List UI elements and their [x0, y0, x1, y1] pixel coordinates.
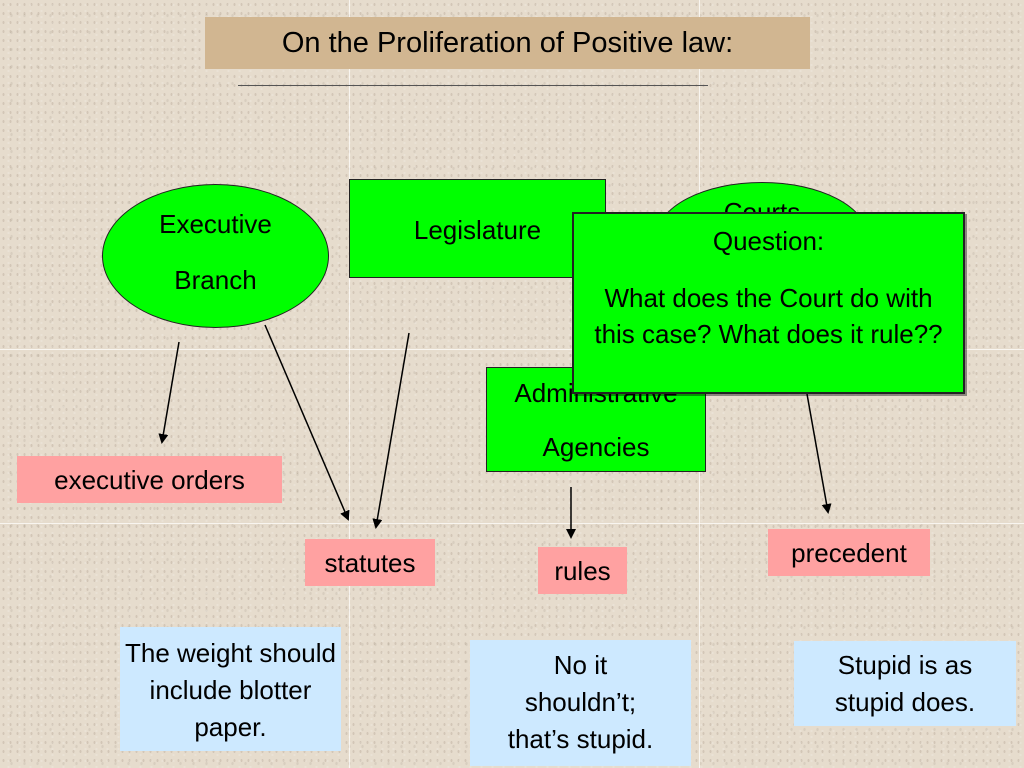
executive-branch-node[interactable]: Executive Branch [102, 184, 329, 328]
grid-line [349, 0, 350, 768]
note-weight: The weight should include blotter paper. [120, 627, 341, 751]
note-no-it: No it shouldn’t; that’s stupid. [470, 640, 691, 766]
rules-box: rules [538, 547, 627, 594]
question-callout: Question: What does the Court do with th… [572, 212, 965, 394]
question-body: What does the Court do with this case? W… [594, 283, 943, 349]
executive-label-line2: Branch [174, 265, 257, 295]
arrow-executive-to-statutes [264, 324, 350, 521]
arrow-courts-to-precedent [806, 393, 832, 514]
question-heading: Question: [712, 226, 825, 256]
grid-line [0, 349, 1024, 350]
note-stupid: Stupid is as stupid does. [794, 641, 1016, 726]
grid-line [0, 523, 1024, 524]
slide-title: On the Proliferation of Positive law: [205, 17, 810, 69]
arrow-executive-to-orders [158, 341, 180, 444]
legislature-node[interactable]: Legislature [349, 179, 606, 278]
statutes-box: statutes [305, 539, 435, 586]
precedent-box: precedent [768, 529, 930, 576]
legislature-label: Legislature [413, 215, 542, 245]
executive-label-line1: Executive [159, 209, 272, 239]
arrow-legislature-to-statutes [372, 332, 410, 529]
title-underline [238, 85, 708, 86]
executive-orders-box: executive orders [17, 456, 282, 503]
agencies-label-line2: Agencies [542, 432, 650, 462]
